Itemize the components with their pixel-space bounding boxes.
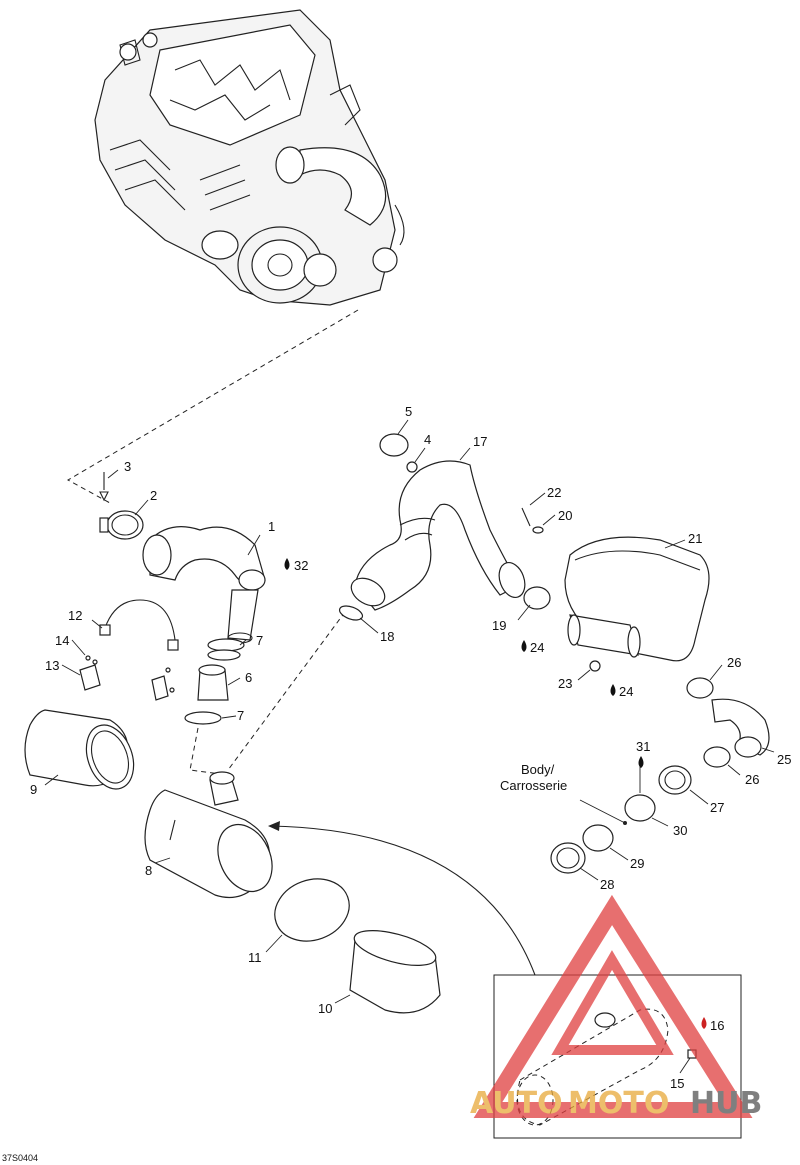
drop-label-32: 32 bbox=[294, 558, 308, 573]
part-5-gasket bbox=[379, 433, 409, 457]
label-part-6: 6 bbox=[245, 670, 252, 685]
drop-label-24-right: 24 bbox=[619, 684, 633, 699]
drop-label-16: 16 bbox=[710, 1018, 724, 1033]
part-8-muffler bbox=[144, 771, 273, 899]
label-part-30: 30 bbox=[673, 823, 687, 838]
label-part-3: 3 bbox=[124, 459, 131, 474]
part-7-clamp-upper bbox=[207, 638, 245, 661]
part-18-clamp bbox=[338, 605, 364, 621]
part-13-brackets bbox=[79, 664, 169, 701]
part-17-exhaust-hose bbox=[350, 460, 526, 611]
drop-icon-31 bbox=[638, 756, 644, 768]
part-10-cap bbox=[349, 930, 441, 1014]
label-part-10: 10 bbox=[318, 1001, 332, 1016]
part-22-bolt bbox=[521, 507, 531, 527]
label-part-7-upper: 7 bbox=[256, 633, 263, 648]
body-note-line1: Body/ bbox=[521, 762, 555, 777]
part-29-ring bbox=[582, 824, 614, 852]
part-labels: 1 2 3 4 5 6 7 7 8 9 10 11 12 13 14 15 17… bbox=[30, 404, 791, 1091]
label-part-29: 29 bbox=[630, 856, 644, 871]
muffler-connection-dashed-line bbox=[189, 727, 229, 776]
label-part-26-upper: 26 bbox=[727, 655, 741, 670]
part-25-elbow bbox=[711, 698, 770, 758]
part-3-screw bbox=[99, 472, 109, 502]
label-part-4: 4 bbox=[424, 432, 431, 447]
label-part-23: 23 bbox=[558, 676, 572, 691]
part-26-clamp-lower bbox=[703, 746, 731, 768]
label-part-5: 5 bbox=[405, 404, 412, 419]
detail-arrow bbox=[269, 825, 536, 976]
engine-illustration bbox=[94, 9, 405, 306]
engine-connection-dashed-line bbox=[66, 309, 359, 504]
leader-lines bbox=[44, 419, 775, 1074]
part-14-screws bbox=[85, 655, 175, 693]
part-12-strap-end-left bbox=[99, 624, 111, 636]
label-part-2: 2 bbox=[150, 488, 157, 503]
label-part-12: 12 bbox=[68, 608, 82, 623]
drop-label-31: 31 bbox=[636, 739, 650, 754]
drop-icon-24-left bbox=[521, 640, 527, 652]
part-19-clamp bbox=[523, 586, 551, 610]
body-note-line2: Carrosserie bbox=[500, 778, 567, 793]
label-part-11: 11 bbox=[248, 950, 262, 965]
part-26-clamp-upper bbox=[686, 677, 714, 699]
label-part-15: 15 bbox=[670, 1076, 684, 1091]
label-part-18: 18 bbox=[380, 629, 394, 644]
body-note-point bbox=[623, 821, 627, 825]
part-28-nut bbox=[550, 842, 586, 874]
watermark-text-auto: AUTO bbox=[470, 1086, 563, 1121]
label-part-14: 14 bbox=[55, 633, 69, 648]
drop-icon-24-right bbox=[610, 684, 616, 696]
part-1-exhaust-pipe bbox=[142, 526, 266, 644]
label-part-21: 21 bbox=[688, 531, 702, 546]
body-note-leader bbox=[579, 799, 626, 824]
label-part-7-lower: 7 bbox=[237, 708, 244, 723]
part-6-sleeve bbox=[197, 664, 229, 701]
label-part-27: 27 bbox=[710, 800, 724, 815]
part-11-band-clamp bbox=[274, 878, 350, 942]
drop-icon-32 bbox=[284, 558, 290, 570]
label-part-20: 20 bbox=[558, 508, 572, 523]
label-part-28: 28 bbox=[600, 877, 614, 892]
part-27-fitting bbox=[658, 765, 692, 795]
label-part-25: 25 bbox=[777, 752, 791, 767]
label-part-9: 9 bbox=[30, 782, 37, 797]
part-20-washer bbox=[532, 526, 544, 534]
label-part-22: 22 bbox=[547, 485, 561, 500]
part-12-strap-end-right bbox=[167, 639, 179, 651]
watermark-text-hub: HUB bbox=[690, 1086, 762, 1121]
part-12-strap bbox=[104, 599, 176, 641]
label-part-26-lower: 26 bbox=[745, 772, 759, 787]
label-part-1: 1 bbox=[268, 519, 275, 534]
label-part-13: 13 bbox=[45, 658, 59, 673]
label-part-8: 8 bbox=[145, 863, 152, 878]
part-30-o-ring bbox=[624, 794, 656, 822]
figure-code: 37S0404 bbox=[2, 1153, 38, 1163]
part-4-nut bbox=[406, 461, 418, 473]
part-23-nut bbox=[589, 660, 601, 672]
drop-icon-16 bbox=[701, 1017, 707, 1029]
part-21-resonator bbox=[564, 536, 710, 662]
drop-label-24-left: 24 bbox=[530, 640, 544, 655]
watermark-text-moto: MOTO bbox=[568, 1086, 669, 1121]
label-part-19: 19 bbox=[492, 618, 506, 633]
part-2-clamp bbox=[99, 510, 144, 540]
part-7-clamp-lower bbox=[184, 711, 222, 725]
automotohub-watermark: AUTO MOTO HUB bbox=[470, 894, 762, 1121]
part-9-shell bbox=[24, 709, 135, 790]
hose-connection-dashed-line bbox=[227, 611, 346, 771]
detail-muffler-ghost bbox=[516, 1008, 697, 1126]
drop-labels: 32 24 24 31 16 bbox=[284, 558, 724, 1033]
label-part-17: 17 bbox=[473, 434, 487, 449]
detail-arrow-head bbox=[268, 821, 280, 831]
